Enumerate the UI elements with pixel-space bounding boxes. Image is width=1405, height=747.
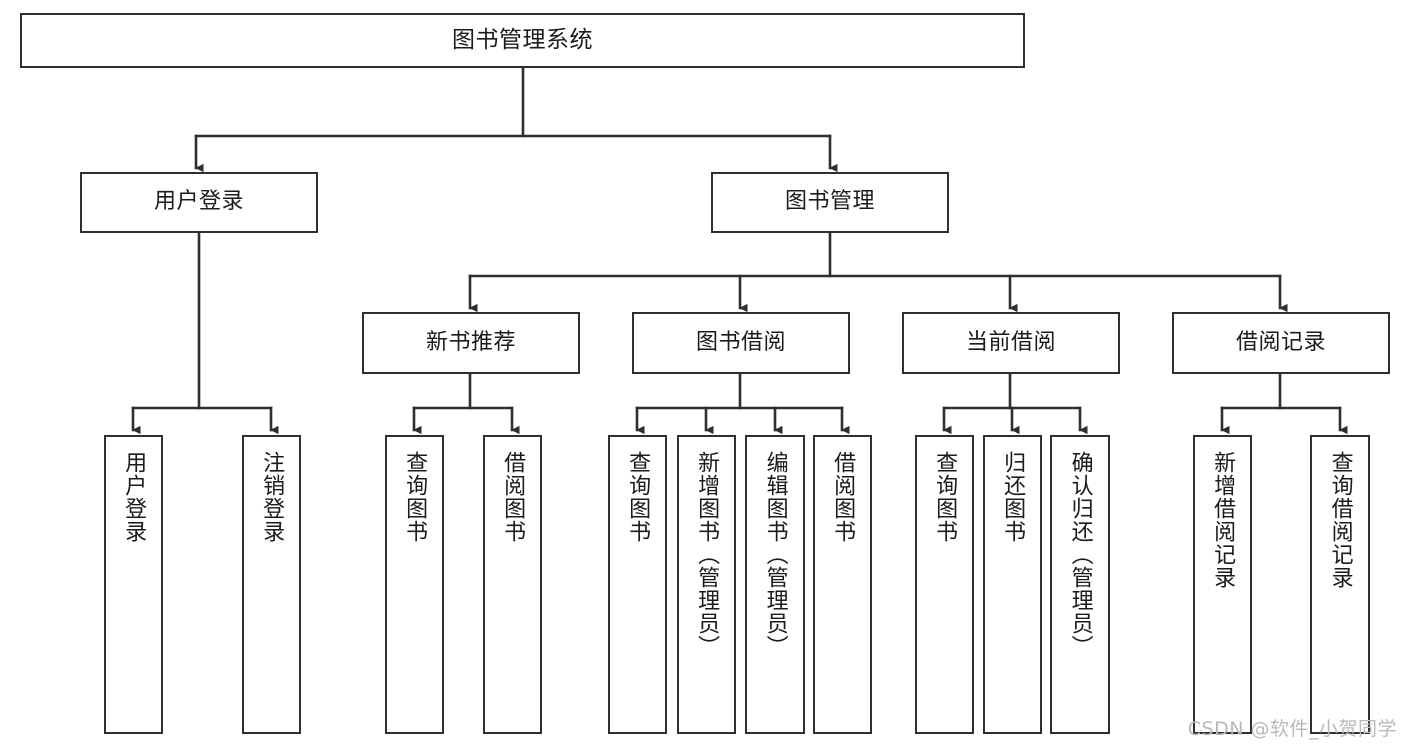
node-label: 确认归还（管理员） [1067,451,1093,658]
leaf-borrow-edit-book[interactable]: 编辑图书（管理员） [745,435,805,734]
node-book-borrow[interactable]: 图书借阅 [632,312,850,374]
node-label: 编辑图书（管理员） [762,451,788,658]
node-label: 用户登录 [153,189,244,215]
node-label: 查询图书 [402,451,428,543]
node-user-login[interactable]: 用户登录 [80,172,318,233]
leaf-borrow-add-book[interactable]: 新增图书（管理员） [677,435,736,734]
node-label: 查询借阅记录 [1327,451,1353,589]
node-label: 归还图书 [1000,451,1026,543]
leaf-current-query-book[interactable]: 查询图书 [915,435,974,734]
node-book-management[interactable]: 图书管理 [711,172,949,233]
node-label: 借阅记录 [1235,329,1326,355]
node-label: 查询图书 [625,451,651,543]
node-label: 用户登录 [121,451,147,543]
node-root-system[interactable]: 图书管理系统 [20,13,1025,68]
node-label: 新书推荐 [425,329,516,355]
leaf-recommend-borrow-book[interactable]: 借阅图书 [483,435,542,734]
node-label: 当前借阅 [965,329,1056,355]
leaf-borrow-borrow-book[interactable]: 借阅图书 [813,435,872,734]
leaf-logout[interactable]: 注销登录 [242,435,301,734]
node-current-borrow[interactable]: 当前借阅 [902,312,1120,374]
node-borrow-record[interactable]: 借阅记录 [1172,312,1390,374]
node-label: 图书管理 [784,189,875,215]
leaf-user-login[interactable]: 用户登录 [104,435,163,734]
leaf-record-query[interactable]: 查询借阅记录 [1310,435,1370,734]
node-label: 注销登录 [259,451,285,543]
watermark-text: CSDN @软件_小贺同学 [1187,718,1397,740]
node-label: 借阅图书 [830,451,856,543]
node-label: 图书管理系统 [452,26,593,53]
node-label: 图书借阅 [695,329,786,355]
leaf-borrow-query-book[interactable]: 查询图书 [608,435,667,734]
node-label: 新增借阅记录 [1210,451,1236,589]
leaf-current-confirm-return[interactable]: 确认归还（管理员） [1050,435,1110,734]
node-label: 借阅图书 [500,451,526,543]
node-label: 查询图书 [932,451,958,543]
node-label: 新增图书（管理员） [694,451,720,658]
leaf-recommend-query-book[interactable]: 查询图书 [385,435,444,734]
node-new-book-recommend[interactable]: 新书推荐 [362,312,580,374]
leaf-record-add[interactable]: 新增借阅记录 [1193,435,1252,734]
leaf-current-return-book[interactable]: 归还图书 [983,435,1042,734]
